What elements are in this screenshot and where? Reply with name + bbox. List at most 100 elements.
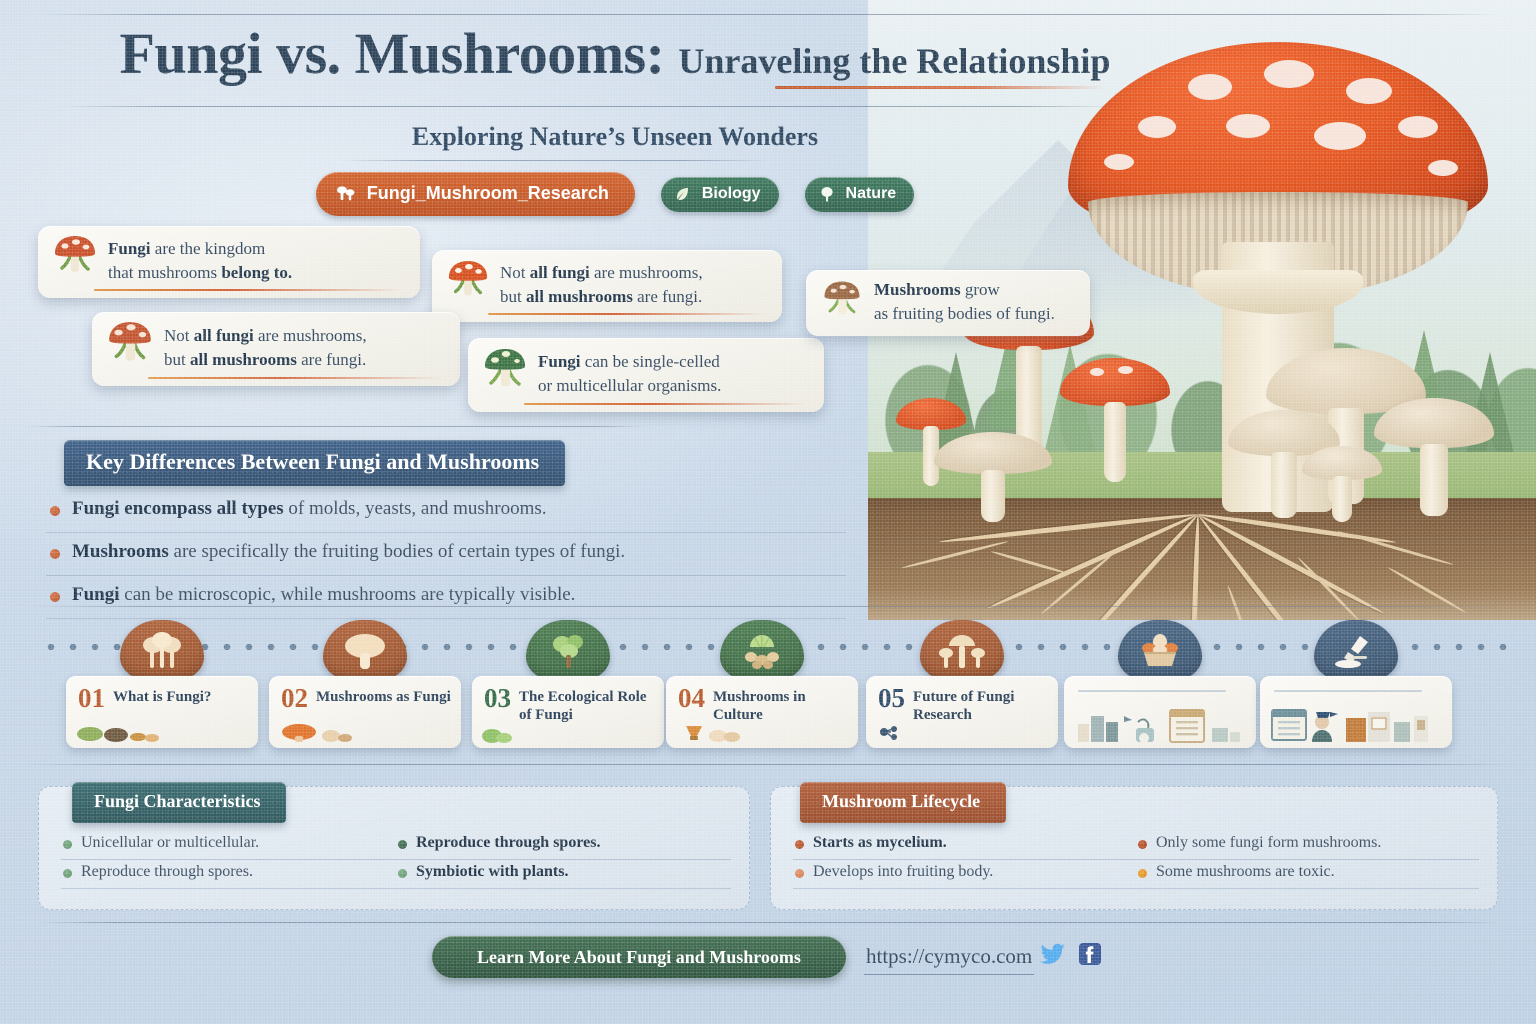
callout-2-line2-post: are fungi.	[632, 286, 703, 306]
callout-card-3[interactable]: Not all fungi are mushrooms, but all mus…	[92, 312, 460, 386]
callout-2-mid: all fungi	[529, 263, 590, 283]
research-badge[interactable]: Fungi_Mushroom_Research	[315, 172, 635, 216]
panel-row: Some mushrooms are toxic.	[1136, 860, 1479, 889]
callout-card-1-text: Fungi are the kingdom that mushrooms bel…	[108, 237, 292, 283]
tag-biology[interactable]: Biology	[660, 176, 779, 212]
bullet-dot-icon	[63, 840, 72, 849]
mushroom-lifecycle-list: Starts as mycelium. Develops into fruiti…	[793, 831, 1479, 889]
panel-row: Reproduce through spores.	[61, 860, 396, 889]
mushroom-trio-icon	[920, 620, 1004, 682]
callout-3-line2-pre: but	[164, 349, 190, 369]
fungi-characteristics-heading: Fungi Characteristics	[72, 782, 287, 823]
subtitle-divider	[340, 160, 770, 161]
callout-3-mid: all fungi	[193, 326, 254, 346]
key-row-rest: of molds, yeasts, and mushrooms.	[283, 498, 547, 519]
badge-row: Fungi_Mushroom_Research Biology Nature	[0, 172, 1230, 216]
leaf-icon	[675, 186, 691, 202]
tag-biology-label: Biology	[701, 184, 761, 202]
website-underline	[864, 974, 1034, 975]
red-mushroom-icon	[106, 319, 154, 376]
callout-card-5[interactable]: Mushrooms grow as fruiting bodies of fun…	[806, 270, 1090, 336]
callout-2-lead: Not	[500, 263, 530, 283]
panel-row: Reproduce through spores.	[396, 831, 731, 860]
timeline-card-7[interactable]	[1260, 676, 1452, 748]
title-divider	[60, 106, 1120, 107]
key-difference-row: Fungi encompass all types of molds, yeas…	[46, 490, 846, 533]
timeline-card-art	[76, 718, 166, 742]
callout-1-line2-bold: belong to.	[221, 262, 293, 282]
title-block: Fungi vs. Mushrooms: Unraveling the Rela…	[0, 23, 1230, 85]
learn-more-button[interactable]: Learn More About Fungi and Mushrooms	[432, 936, 846, 978]
mushroom-lifecycle-heading: Mushroom Lifecycle	[800, 782, 1007, 823]
fungi-characteristics-list: Unicellular or multicellular. Reproduce …	[61, 831, 731, 889]
timeline-card-4[interactable]: 04 Mushrooms in Culture	[666, 676, 858, 748]
timeline-card-6[interactable]	[1064, 676, 1256, 748]
panel-row-text: Starts as mycelium.	[813, 834, 947, 851]
red-mushroom-icon	[446, 258, 490, 311]
timeline-label: Mushrooms as Fungi	[316, 689, 451, 705]
mushroom-pair-icon	[336, 184, 356, 204]
callout-3-tail: are mushrooms,	[253, 326, 367, 346]
title-sub: Unraveling the Relationship	[678, 41, 1111, 81]
timeline-card-1[interactable]: 01 What is Fungi?	[66, 676, 258, 748]
callout-card-2-text: Not all fungi are mushrooms, but all mus…	[500, 261, 703, 307]
twitter-icon[interactable]	[1040, 943, 1066, 970]
key-difference-row: Mushrooms are specifically the fruiting …	[46, 533, 846, 576]
callout-4-mid: can be single-celled	[580, 352, 720, 372]
panel-row-text: Only some fungi form mushrooms.	[1156, 834, 1382, 851]
callout-2-accent	[488, 313, 764, 315]
bullet-dot-icon	[50, 549, 60, 559]
callout-5-lead: Mushrooms	[874, 280, 961, 300]
timeline-card-3[interactable]: 03 The Ecological Role of Fungi	[472, 676, 664, 748]
hero-illustration	[868, 0, 1536, 620]
footer-divider	[40, 922, 1496, 923]
callout-card-2[interactable]: Not all fungi are mushrooms, but all mus…	[432, 250, 782, 322]
callout-1-lead: Fungi	[108, 239, 151, 259]
panel-row: Symbiotic with plants.	[396, 860, 731, 889]
callout-1-mid: are the kingdom	[150, 239, 266, 259]
key-section-divider	[24, 426, 646, 427]
callout-3-line2-post: are fungi.	[296, 349, 367, 369]
timeline-label: Future of Fungi Research	[913, 689, 1015, 723]
callout-card-4[interactable]: Fungi can be single-celled or multicellu…	[468, 338, 824, 412]
cream-mushroom	[1374, 398, 1494, 518]
callout-5-line2-post: as fruiting bodies of fungi.	[874, 303, 1055, 323]
small-amanita	[896, 398, 966, 508]
panel-row-text: Develops into fruiting body.	[813, 863, 994, 880]
callout-card-5-text: Mushrooms grow as fruiting bodies of fun…	[874, 278, 1055, 324]
callout-2-tail: are mushrooms,	[589, 263, 703, 283]
timeline-card-2[interactable]: 02 Mushrooms as Fungi	[269, 676, 461, 748]
panel-row: Unicellular or multicellular.	[61, 831, 396, 860]
amanita-mushroom	[1068, 42, 1488, 512]
fungi-colony-icon	[720, 620, 804, 682]
green-mushroom-icon	[482, 346, 528, 401]
mushroom-basket-icon	[1118, 620, 1202, 682]
timeline-card-art	[1268, 709, 1440, 744]
button-mushroom-icon	[323, 620, 407, 682]
timeline-label: Mushrooms in Culture	[713, 689, 806, 723]
timeline-card-art	[1074, 709, 1242, 744]
timeline-card-5[interactable]: 05 Future of Fungi Research	[866, 676, 1058, 748]
callout-card-1[interactable]: Fungi are the kingdom that mushrooms bel…	[38, 226, 420, 298]
mushroom-cluster-icon	[120, 620, 204, 682]
callout-1-accent	[94, 289, 402, 291]
timeline-number: 02	[281, 683, 308, 713]
panel-row: Develops into fruiting body.	[793, 860, 1136, 889]
tag-nature[interactable]: Nature	[804, 176, 915, 212]
facebook-icon[interactable]	[1078, 942, 1102, 971]
panel-row-text: Symbiotic with plants.	[416, 863, 569, 880]
key-row-bold: Mushrooms	[72, 541, 169, 562]
website-url[interactable]: https://cymyco.com	[866, 944, 1033, 968]
key-row-bold: Fungi	[72, 584, 120, 605]
cream-mushroom	[1302, 446, 1382, 522]
mushroom-ring	[1193, 270, 1363, 314]
bullet-dot-icon	[50, 506, 60, 516]
panel-row-text: Reproduce through spores.	[416, 834, 601, 851]
panel-mushroom-lifecycle: Starts as mycelium. Develops into fruiti…	[770, 786, 1498, 910]
callout-4-lead: Fungi	[538, 352, 581, 372]
bullet-dot-icon	[1138, 840, 1147, 849]
top-divider	[40, 14, 1496, 15]
title-accent-underline	[775, 86, 1105, 89]
bullet-dot-icon	[50, 592, 60, 602]
timeline-card-art	[676, 718, 756, 742]
